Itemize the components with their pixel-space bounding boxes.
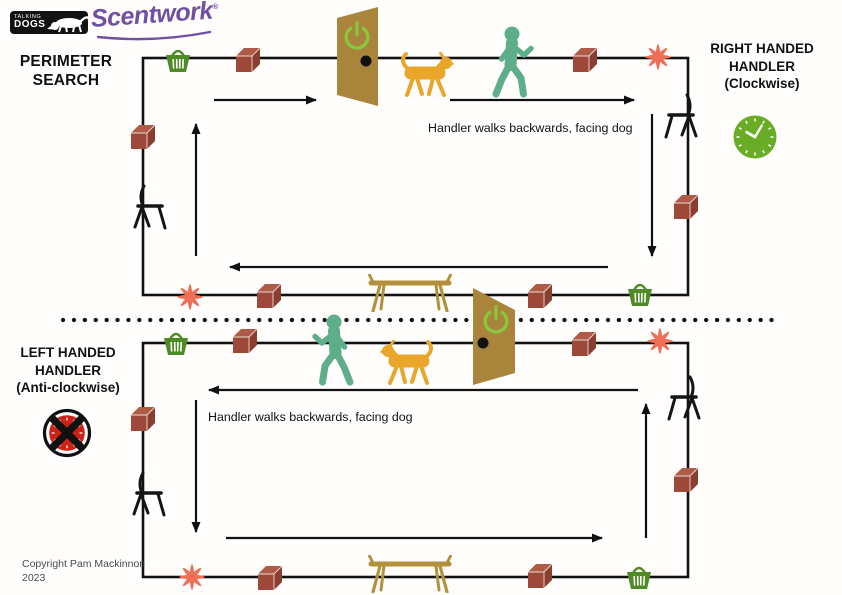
door-icon — [473, 288, 515, 385]
splat-icon — [175, 283, 205, 311]
red-crossed-clock-icon — [42, 408, 92, 458]
table-icon — [368, 274, 452, 312]
right-handed-handler-label: RIGHT HANDED HANDLER (Clockwise) — [710, 41, 814, 91]
table-icon — [368, 555, 452, 593]
scent-box-icon — [130, 124, 156, 150]
chair-icon — [666, 375, 702, 421]
clockwise-flow-arrows — [191, 95, 657, 272]
scent-box-icon — [256, 283, 282, 309]
logo-dogs-label: DOGS — [14, 19, 46, 31]
chair-icon — [663, 93, 699, 139]
splat-icon — [643, 43, 673, 71]
splat-icon — [645, 327, 675, 355]
scent-box-icon — [673, 194, 699, 220]
door-icon — [337, 7, 378, 106]
dog-silhouette-icon — [47, 15, 88, 32]
scent-box-icon — [257, 565, 283, 591]
scent-box-icon — [235, 47, 261, 73]
splat-icon — [177, 563, 207, 591]
registered-mark: ® — [212, 1, 219, 12]
copyright-notice: Copyright Pam Mackinnon 2023 — [22, 558, 146, 584]
search-area-bottom-outline — [141, 341, 690, 579]
door-knob-icon — [360, 55, 372, 67]
scent-box-icon — [130, 406, 156, 432]
scent-box-icon — [571, 331, 597, 357]
dog-icon — [380, 340, 438, 386]
green-clock-icon — [733, 115, 777, 159]
talking-dogs-logo: TALKING DOGS — [10, 11, 88, 34]
basket-icon — [164, 45, 192, 73]
anticlockwise-flow-arrows — [191, 385, 651, 543]
search-area-top-outline — [141, 56, 690, 297]
bottom-room-annotation: Handler walks backwards, facing dog — [208, 410, 413, 424]
door-knob-icon — [477, 337, 489, 349]
basket-icon — [162, 328, 190, 356]
cross-x-icon — [48, 414, 86, 452]
chair-icon — [132, 184, 168, 230]
dog-icon — [396, 52, 454, 98]
top-room-annotation: Handler walks backwards, facing dog — [428, 121, 633, 135]
logo-talking-label: TALKING — [14, 13, 42, 20]
handler-icon — [312, 314, 362, 386]
page-title: PERIMETER SEARCH — [19, 53, 113, 89]
scent-box-icon — [527, 283, 553, 309]
scent-box-icon — [673, 467, 699, 493]
handler-icon — [484, 26, 534, 98]
left-handed-handler-label: LEFT HANDED HANDLER (Anti-clockwise) — [16, 345, 120, 395]
chair-icon — [131, 471, 167, 517]
scent-box-icon — [232, 328, 258, 354]
brand-underline-swash-icon — [96, 30, 212, 41]
basket-icon — [625, 562, 653, 590]
talking-dogs-logo-text: TALKING DOGS — [10, 13, 46, 31]
scent-box-icon — [572, 47, 598, 73]
basket-icon — [626, 279, 654, 307]
scent-box-icon — [527, 563, 553, 589]
